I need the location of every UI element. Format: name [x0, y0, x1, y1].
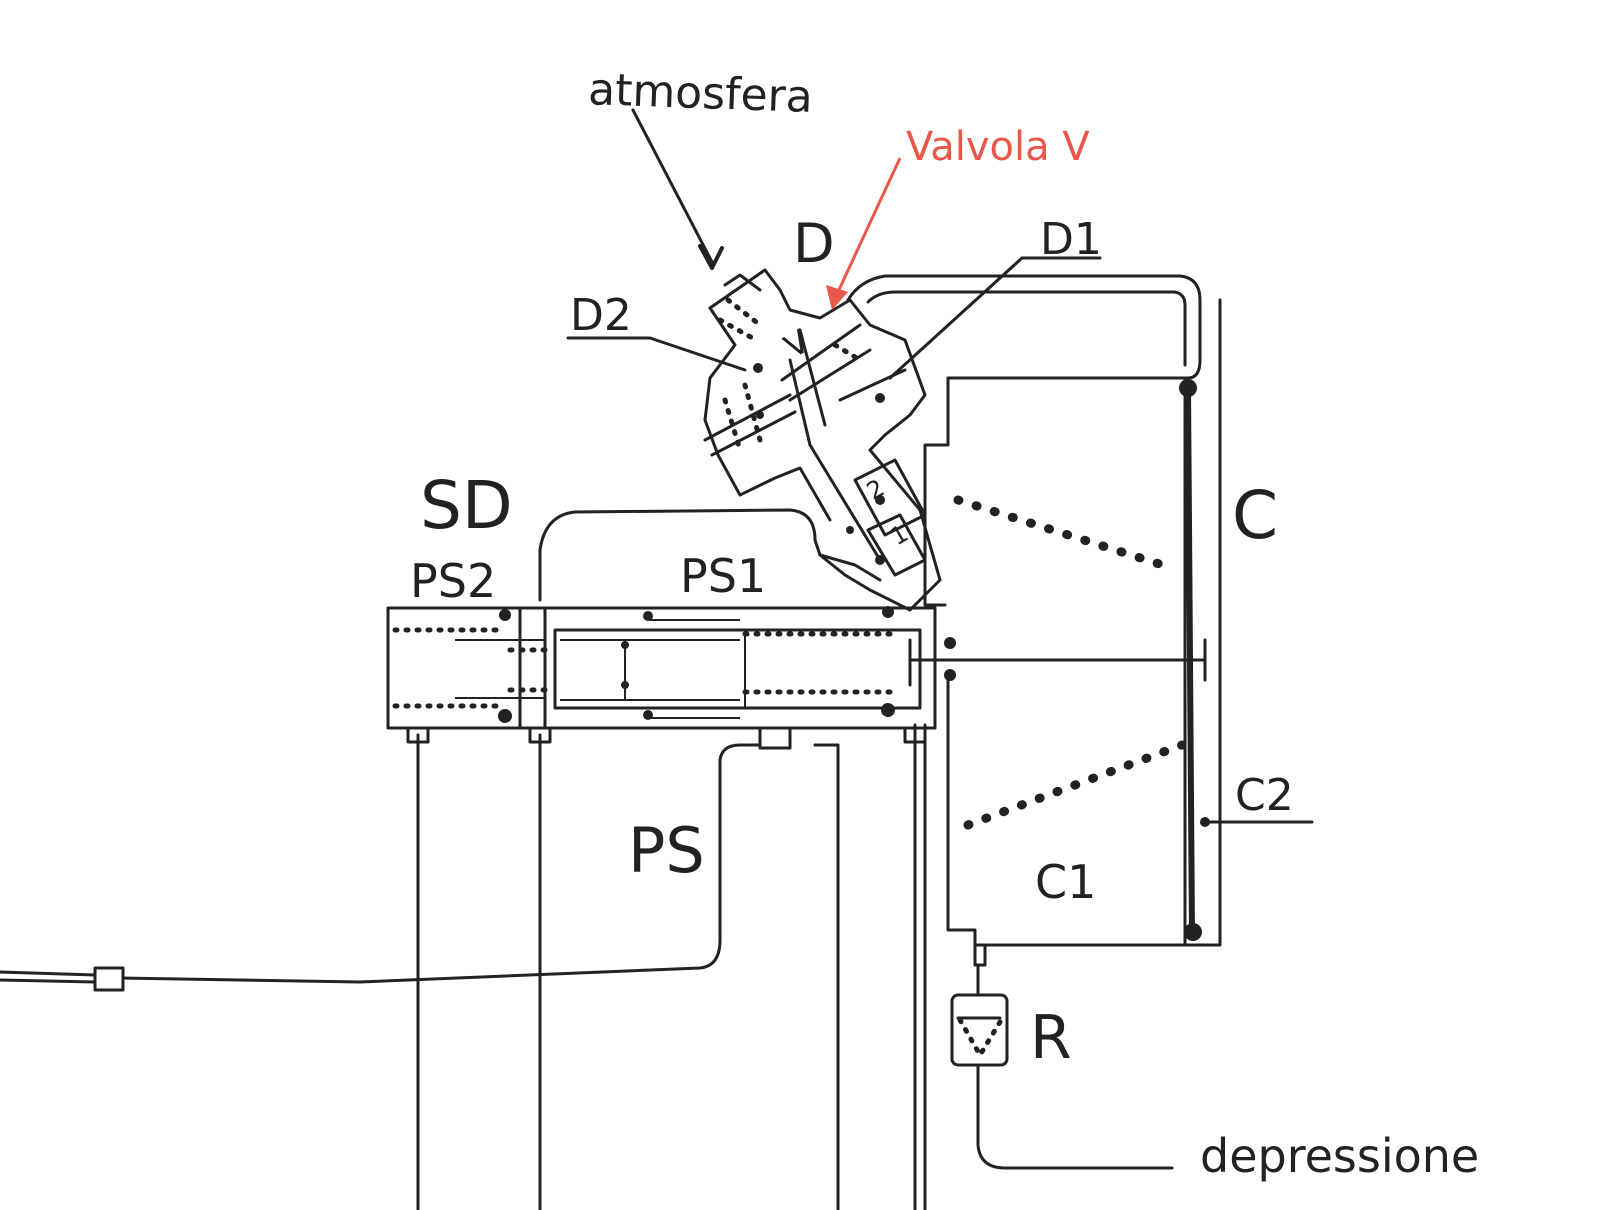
- label-ps: PS: [628, 814, 705, 887]
- label-atmosfera: atmosfera: [587, 64, 813, 123]
- label-ps2: PS2: [410, 554, 496, 608]
- label-d1: D1: [1040, 214, 1102, 265]
- leader-lines: [566, 108, 1102, 380]
- regulator-r: [950, 943, 1174, 1170]
- chamber-c: [846, 274, 1314, 947]
- main-shaft: [908, 638, 1207, 687]
- label-d2: D2: [570, 290, 632, 341]
- label-r: R: [1030, 1003, 1072, 1073]
- label-depressione: depressione: [1200, 1129, 1479, 1183]
- label-valvola: Valvola V: [906, 124, 1090, 170]
- valvola-arrow: [826, 157, 902, 310]
- label-c: C: [1232, 477, 1278, 554]
- inlet-line: [0, 743, 762, 992]
- label-d: D: [793, 212, 835, 275]
- sd-body: [386, 606, 937, 750]
- label-sd: SD: [420, 467, 513, 544]
- label-c1: C1: [1035, 855, 1096, 909]
- valve-d-assembly: [703, 268, 942, 612]
- label-ps1: PS1: [680, 549, 766, 603]
- sd-upper-chamber: [538, 508, 882, 602]
- label-c2: C2: [1235, 770, 1294, 821]
- down-pipes: [416, 723, 927, 1210]
